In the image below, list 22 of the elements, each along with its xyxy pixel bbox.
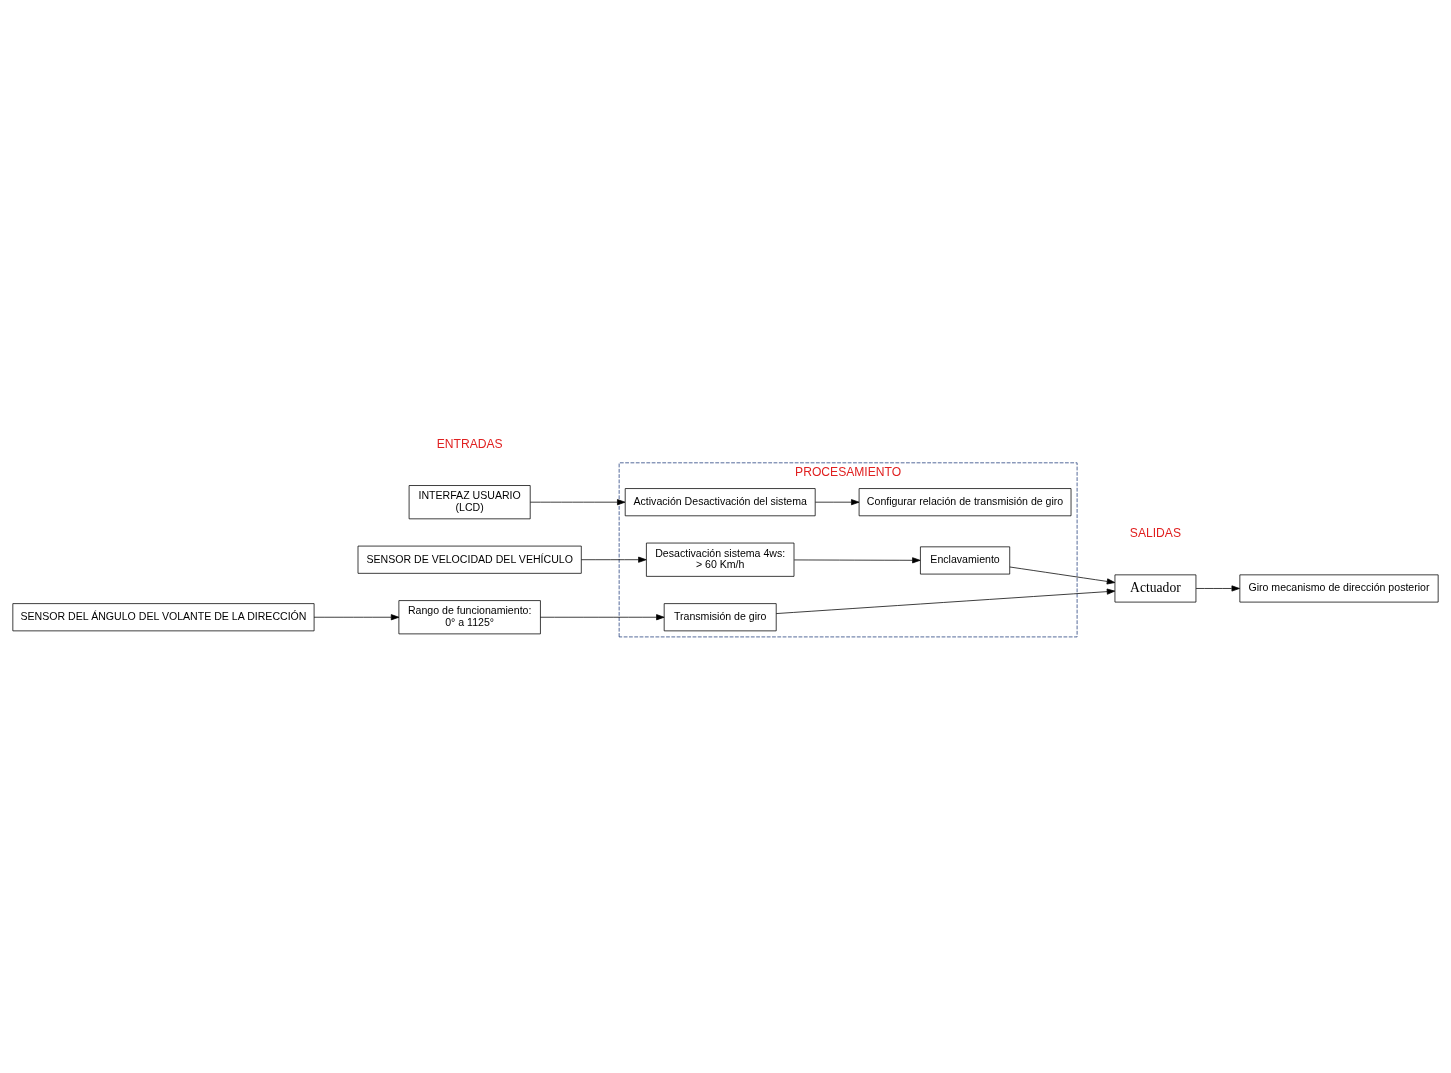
arrow bbox=[775, 588, 1116, 614]
arrow bbox=[815, 498, 860, 505]
arrow bbox=[313, 613, 400, 620]
node-box: INTERFAZ USUARIO (LCD) bbox=[408, 484, 531, 519]
node-box: Configurar relación de transmisión de giro bbox=[858, 487, 1072, 516]
node-box: Activación Desactivación del sistema bbox=[624, 487, 816, 516]
arrow bbox=[1009, 566, 1116, 584]
arrow bbox=[581, 556, 647, 563]
node-box: Enclavamiento bbox=[920, 545, 1011, 574]
node-box: SENSOR DE VELOCIDAD DEL VEHÍCULO bbox=[357, 545, 582, 574]
label: ENTRADAS bbox=[436, 436, 503, 451]
arrow bbox=[793, 556, 921, 563]
node-box: Giro mecanismo de dirección posterior bbox=[1239, 573, 1439, 602]
arrow bbox=[530, 498, 626, 505]
node-box: Rango de funcionamiento: 0° a 1125° bbox=[398, 599, 541, 634]
arrow bbox=[540, 613, 665, 620]
node-box: Actuador bbox=[1114, 573, 1197, 602]
label: SALIDAS bbox=[1129, 525, 1182, 540]
arrow bbox=[1195, 584, 1240, 591]
node-box: Desactivación sistema 4ws: > 60 Km/h bbox=[646, 542, 795, 577]
node-box: SENSOR DEL ÁNGULO DEL VOLANTE DE LA DIRECCIÓN bbox=[12, 602, 315, 631]
node-box: Transmisión de giro bbox=[663, 602, 777, 631]
